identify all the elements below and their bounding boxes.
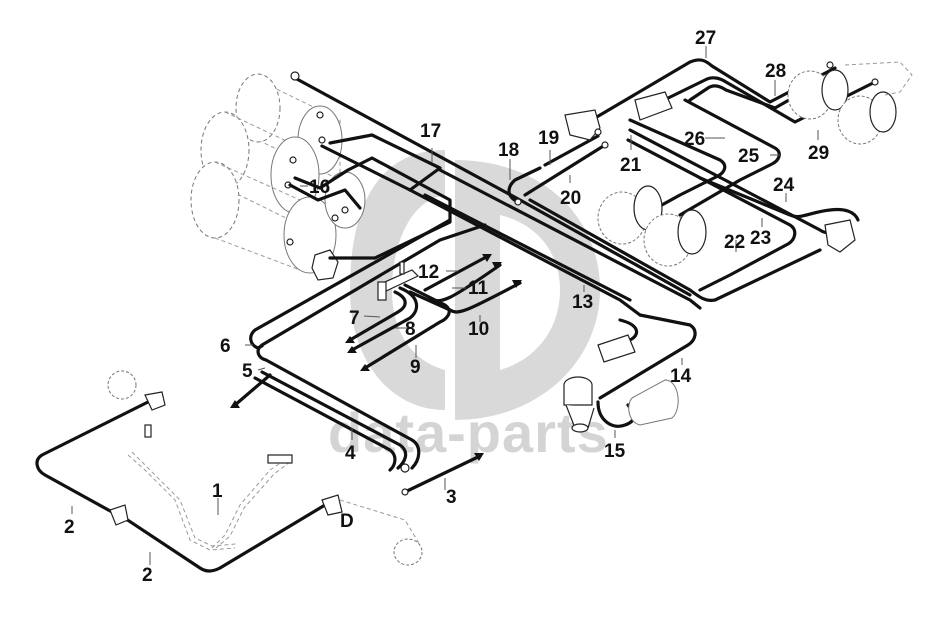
pipe-tank-top [328,133,442,192]
callout-labels: 1 2 2 3 4 5 6 7 8 9 10 11 12 13 14 15 16… [64,28,829,586]
pipe-12 [423,254,490,292]
callout-26: 26 [684,129,705,150]
arrow-10 [512,280,522,288]
pipe-arrow-left [233,373,272,407]
pipe-4 [253,376,397,472]
callout-20: 20 [560,188,581,209]
pipe-16a [288,183,362,210]
pipe-7 [348,290,407,342]
pipe-22 [528,198,822,302]
pipe-5b [260,370,408,470]
pipe-3 [403,454,482,494]
pipe-27 [593,58,837,120]
callout-8: 8 [405,319,416,340]
arrow-7 [345,336,355,343]
pipe-13c [438,168,702,310]
pipe-2b [118,503,327,573]
pipe-2a [35,400,150,514]
callout-25: 25 [738,146,760,167]
pipe-23 [626,138,797,292]
fittings [290,61,879,496]
brake-chamber-front-right [393,538,423,566]
arrow-8 [347,346,357,353]
pipe-13b [423,193,632,302]
callout-14: 14 [670,366,692,387]
pipe-9 [363,283,451,370]
distribution-manifold [377,261,420,301]
callout-4: 4 [345,443,356,464]
callout-23: 23 [750,228,771,249]
pipe-16b [293,156,452,260]
callout-D: D [340,511,354,532]
callout-29: 29 [808,143,829,164]
brake-chamber-rear-axle-2 [787,61,913,145]
pipe-16c [320,144,412,192]
callout-6: 6 [220,336,231,357]
pipe-8 [350,286,419,352]
callout-24: 24 [773,175,795,196]
callout-19: 19 [538,128,559,149]
callout-12: 12 [418,262,439,283]
callout-2-left: 2 [64,517,75,538]
callout-11: 11 [468,278,489,299]
callout-22: 22 [724,232,745,253]
brake-chamber-front-left [107,370,137,400]
arrow-3 [474,453,484,461]
pipe-6b [256,223,487,362]
arrow-9 [360,364,370,371]
callout-5: 5 [242,361,253,382]
pipe-5a [264,358,421,470]
arrow-11 [492,262,502,270]
callout-2-bottom: 2 [142,565,153,586]
compressor [628,379,679,426]
brake-chamber-rear-axle-1 [597,185,707,267]
pipe-18 [507,166,542,204]
pipe-19 [543,134,600,167]
pipe-24 [698,176,860,222]
callout-21: 21 [620,155,642,176]
watermark-text: data-parts [328,401,609,464]
watermark-g-shape [350,150,445,410]
callout-3: 3 [446,487,457,508]
arrow-12 [482,254,492,262]
callout-9: 9 [410,357,421,378]
air-reservoir-tanks [190,73,366,281]
callout-7: 7 [349,308,360,329]
direction-arrows [230,254,522,494]
front-brake-lines [35,370,423,573]
pipe-28b [688,70,840,110]
leader-lines [71,46,819,565]
relay-valve [564,91,856,253]
callout-10: 10 [468,319,489,340]
callout-18: 18 [498,140,519,161]
callout-17: 17 [420,121,441,142]
pipe-28 [658,76,877,124]
pipe-20 [523,143,607,197]
air-dryer [563,376,595,433]
callout-28: 28 [765,61,786,82]
callout-13: 13 [572,292,593,313]
callout-1: 1 [212,481,223,502]
callout-27: 27 [695,28,716,49]
callout-15: 15 [604,441,626,462]
valve-bracket [597,334,636,363]
callout-16: 16 [309,177,330,198]
pipe-14 [598,313,697,400]
arrow-left [230,400,240,408]
brake-pipes [233,58,877,472]
pipe-25 [678,98,781,217]
